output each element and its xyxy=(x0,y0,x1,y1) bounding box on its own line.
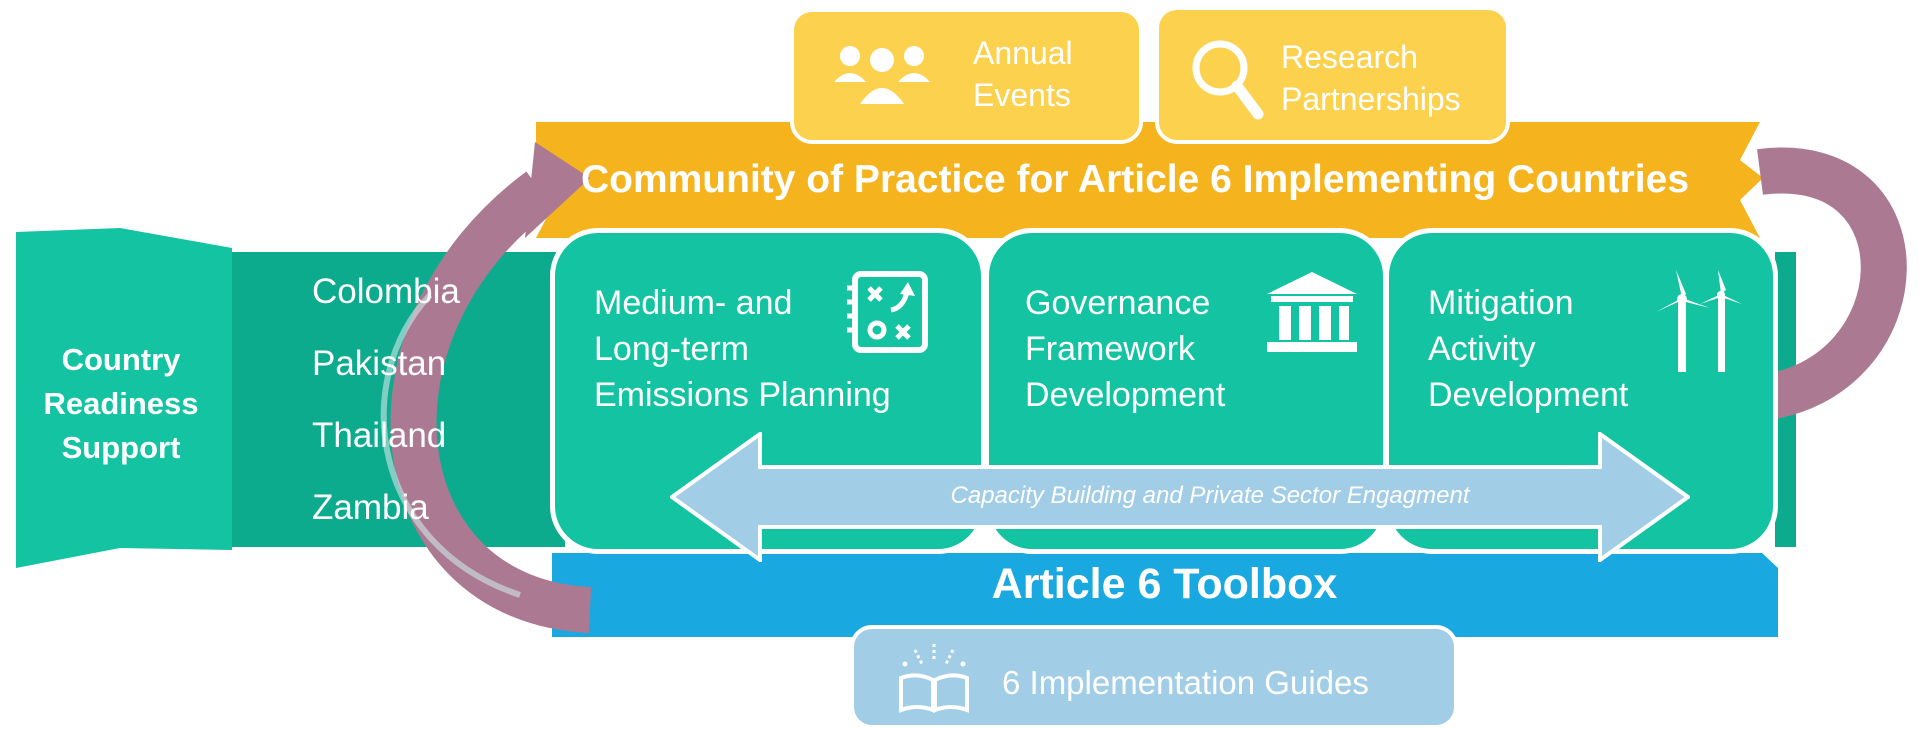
cycle-arrow-left-head xyxy=(525,142,590,238)
toolbox-title: Article 6 Toolbox xyxy=(991,560,1338,608)
government-building-icon xyxy=(1267,272,1357,352)
country-item: Pakistan xyxy=(312,344,447,383)
capacity-building-arrow xyxy=(670,432,1690,562)
research-partnerships-tile xyxy=(1155,6,1510,144)
country-item: Thailand xyxy=(312,416,447,455)
toolbox-band xyxy=(552,553,1778,637)
cycle-arrow-right xyxy=(1756,147,1907,421)
country-item: Colombia xyxy=(312,272,460,311)
magnifier-icon xyxy=(1192,40,1264,120)
cycle-arrow-left-ring xyxy=(380,292,521,598)
readiness-banner xyxy=(16,228,232,568)
wind-turbine-icon xyxy=(1656,270,1742,372)
community-banner xyxy=(536,122,1763,238)
strategy-board-icon xyxy=(847,271,928,353)
capacity-building-label: Capacity Building and Private Sector Eng… xyxy=(950,482,1470,509)
people-group-icon xyxy=(834,46,930,104)
open-book-icon xyxy=(899,644,969,713)
implementation-guides-label: 6 Implementation Guides xyxy=(1002,664,1369,701)
country-item: Zambia xyxy=(312,488,429,527)
community-title: Community of Practice for Article 6 Impl… xyxy=(580,158,1690,201)
